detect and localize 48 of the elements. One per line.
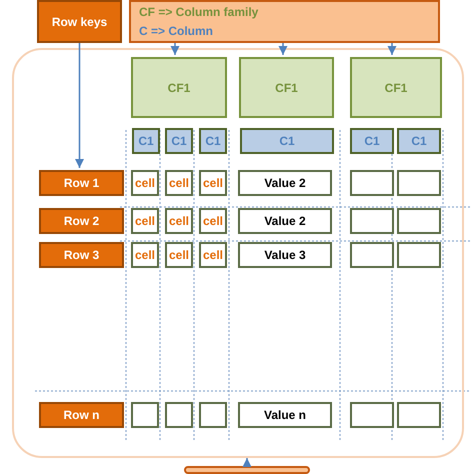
cell-box: cell — [199, 208, 227, 234]
arrow — [278, 43, 288, 55]
empty-cell — [199, 402, 227, 428]
column-family-box: CF1 — [131, 57, 227, 118]
row-key-box: Row 1 — [39, 170, 124, 196]
key-text: CF => Column family — [139, 4, 258, 19]
row-key-box: Row n — [39, 402, 124, 428]
cell-box: cell — [199, 170, 227, 196]
empty-cell — [350, 208, 394, 234]
cell-box: cell — [165, 208, 193, 234]
note-box — [184, 466, 310, 474]
arrow — [388, 43, 396, 55]
column-box: C1 — [165, 128, 193, 154]
value-box: Value 2 — [238, 170, 332, 196]
cell-box: cell — [165, 170, 193, 196]
table-frame — [12, 48, 464, 458]
empty-cell — [397, 208, 441, 234]
column-family-box: CF1 — [239, 57, 334, 118]
empty-cell — [397, 170, 441, 196]
value-box: Value n — [238, 402, 332, 428]
value-box: Value 3 — [238, 242, 332, 268]
cell-box: cell — [131, 242, 159, 268]
column-box: C1 — [397, 128, 441, 154]
empty-cell — [350, 170, 394, 196]
cell-box: cell — [131, 170, 159, 196]
arrow — [170, 43, 180, 55]
value-box: Value 2 — [238, 208, 332, 234]
header-box: Row keys — [37, 0, 122, 43]
arrow — [75, 43, 84, 168]
empty-cell — [131, 402, 159, 428]
row-key-box: Row 2 — [39, 208, 124, 234]
arrow — [242, 458, 252, 467]
column-family-box: CF1 — [350, 57, 442, 118]
column-box: C1 — [132, 128, 160, 154]
cell-box: cell — [131, 208, 159, 234]
empty-cell — [397, 242, 441, 268]
empty-cell — [350, 242, 394, 268]
column-box: C1 — [240, 128, 334, 154]
cell-box: cell — [165, 242, 193, 268]
empty-cell — [397, 402, 441, 428]
empty-cell — [165, 402, 193, 428]
key-text: C => Column — [139, 24, 214, 38]
empty-cell — [350, 402, 394, 428]
column-box: C1 — [199, 128, 227, 154]
row-key-box: Row 3 — [39, 242, 124, 268]
cell-box: cell — [199, 242, 227, 268]
column-box: C1 — [350, 128, 394, 154]
key-box — [129, 0, 440, 43]
